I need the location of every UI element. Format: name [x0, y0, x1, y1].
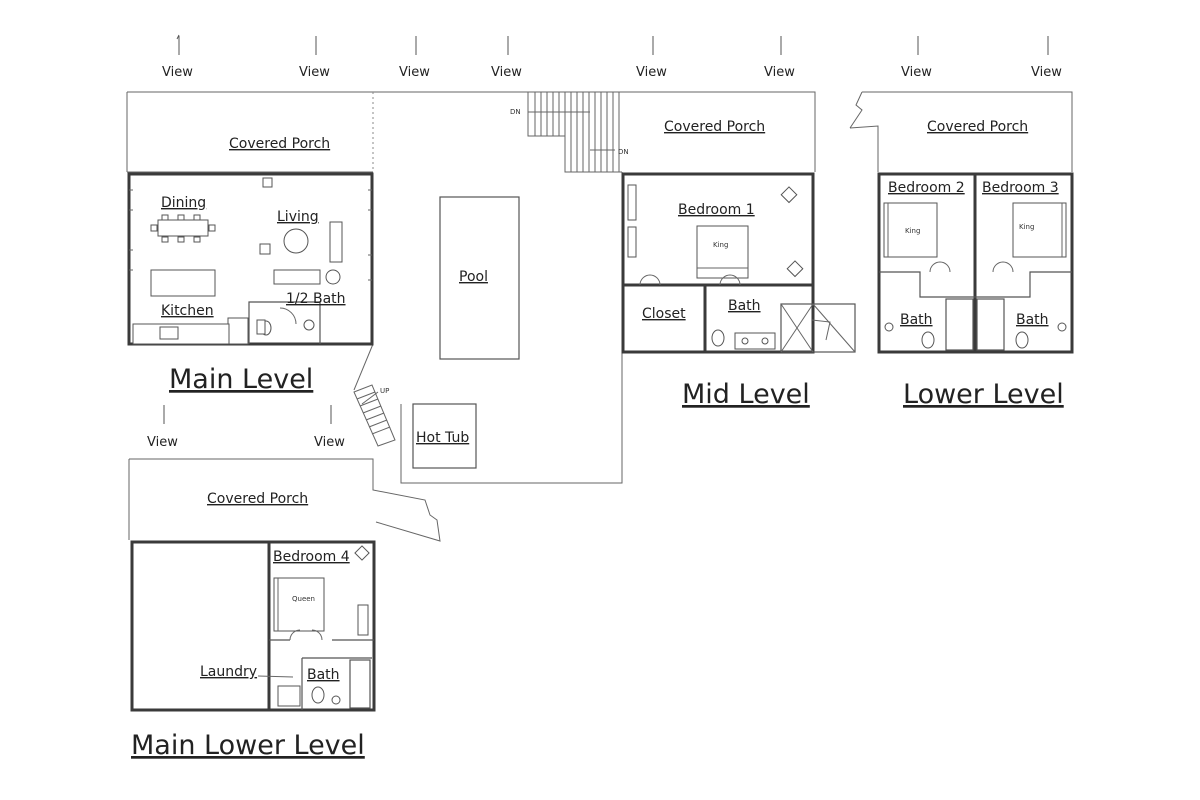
view-marker: View [314, 405, 345, 450]
stairs-up: UP [353, 384, 396, 447]
room-label-bedroom-4: Bedroom 4 [273, 549, 350, 565]
room-label-bath: Bath [307, 667, 340, 683]
stairs-top: DN DN [510, 92, 629, 173]
level-title-main: Main Level [169, 364, 313, 395]
view-marker: View [491, 36, 522, 80]
room-label-half-bath: 1/2 Bath [286, 291, 346, 307]
view-label: View [314, 435, 345, 450]
room-label-dining: Dining [161, 195, 206, 211]
room-label-bedroom-3: Bedroom 3 [982, 180, 1059, 196]
view-marker: View [299, 36, 330, 80]
pool: Pool [439, 196, 520, 360]
view-arrows-lower: View View [147, 405, 345, 450]
room-label-laundry: Laundry [200, 664, 257, 680]
room-label-covered-porch: Covered Porch [229, 136, 330, 152]
view-label: View [399, 65, 430, 80]
room-label-bath: Bath [1016, 312, 1049, 328]
view-label: View [299, 65, 330, 80]
view-arrows-top: View View View View View View View View [162, 34, 1062, 80]
stairs-dn-label: DN [618, 148, 629, 156]
bed-size-label: Queen [292, 595, 315, 603]
hot-tub: Hot Tub [412, 403, 477, 469]
room-label-kitchen: Kitchen [161, 303, 214, 319]
bed-size-label: King [1019, 223, 1034, 231]
room-label-living: Living [277, 209, 319, 225]
level-title-main-lower: Main Lower Level [131, 730, 365, 761]
view-marker: View [636, 36, 667, 80]
room-label-bath: Bath [900, 312, 933, 328]
room-label-bedroom-1: Bedroom 1 [678, 202, 755, 218]
bed-size-label: King [905, 227, 920, 235]
hot-tub-label: Hot Tub [416, 430, 469, 446]
room-label-covered-porch: Covered Porch [664, 119, 765, 135]
pool-deck [126, 91, 816, 484]
main-level: Covered Porch [127, 136, 374, 395]
room-label-bedroom-2: Bedroom 2 [888, 180, 965, 196]
view-marker: View [1031, 36, 1062, 80]
view-label: View [162, 65, 193, 80]
stairs-dn-label: DN [510, 108, 521, 116]
level-title-lower: Lower Level [903, 379, 1064, 410]
pool-label: Pool [459, 269, 488, 285]
view-label: View [636, 65, 667, 80]
view-label: View [491, 65, 522, 80]
room-label-covered-porch: Covered Porch [207, 491, 308, 507]
main-lower-level: Covered Porch Bedroom 4 Queen Laundry Ba… [128, 458, 441, 761]
room-label-bath: Bath [728, 298, 761, 314]
view-label: View [1031, 65, 1062, 80]
view-marker: View [399, 36, 430, 80]
mid-level: Covered Porch Bedroom 1 King Closet Bath [621, 119, 856, 410]
room-label-closet: Closet [642, 306, 686, 322]
bed-size-label: King [713, 241, 728, 249]
view-marker: View [162, 34, 193, 80]
level-title-mid: Mid Level [682, 379, 810, 410]
view-label: View [764, 65, 795, 80]
lower-level: Covered Porch Bedroom 2 Bedroom 3 King K… [849, 91, 1074, 410]
view-label: View [147, 435, 178, 450]
view-marker: View [901, 36, 932, 80]
stairs-up-label: UP [380, 387, 389, 395]
view-marker: View [764, 36, 795, 80]
view-label: View [901, 65, 932, 80]
view-marker: View [147, 405, 178, 450]
room-label-covered-porch: Covered Porch [927, 119, 1028, 135]
